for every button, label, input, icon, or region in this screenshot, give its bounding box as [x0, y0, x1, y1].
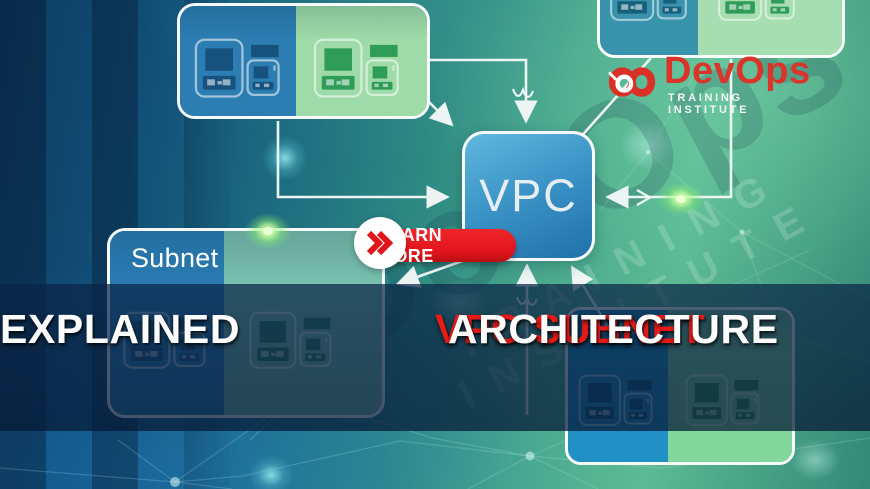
bokeh-dot — [248, 455, 294, 489]
compute-instance-icon — [193, 38, 285, 100]
vpc-label: VPC — [479, 170, 578, 221]
title-banner — [0, 284, 870, 431]
brand-logo: DevOps TRAINING INSTITUTE — [598, 50, 811, 116]
subnet-box-top-left — [177, 3, 430, 119]
subnet-label: Subnet — [131, 243, 219, 273]
subnet-public-half — [180, 6, 296, 116]
compute-instance-icon — [608, 0, 692, 23]
infinity-icon — [608, 67, 656, 97]
brand-name: DevOps — [664, 50, 811, 92]
lens-flare — [650, 176, 712, 222]
bokeh-dot — [262, 135, 308, 181]
compute-instance-icon — [312, 38, 404, 100]
subnet-public-half — [600, 0, 698, 55]
title-highlight: VPC SUBNET — [435, 306, 706, 352]
subnet-private-half — [698, 0, 842, 55]
title-rest: ARCHITECTURE — [448, 306, 779, 352]
brand-tagline: TRAINING INSTITUTE — [668, 92, 750, 116]
bokeh-dot — [790, 440, 840, 480]
subnet-box-top-right — [597, 0, 845, 58]
title-line2: EXPLAINED — [0, 306, 241, 352]
bokeh-dot — [620, 120, 674, 170]
cta-circle[interactable] — [354, 217, 406, 269]
learn-more-button[interactable]: LEARN MORE — [354, 217, 516, 271]
subnet-private-half — [296, 6, 427, 116]
double-chevron-right-icon — [366, 230, 394, 256]
lens-flare — [236, 207, 300, 255]
compute-instance-icon — [716, 0, 800, 23]
